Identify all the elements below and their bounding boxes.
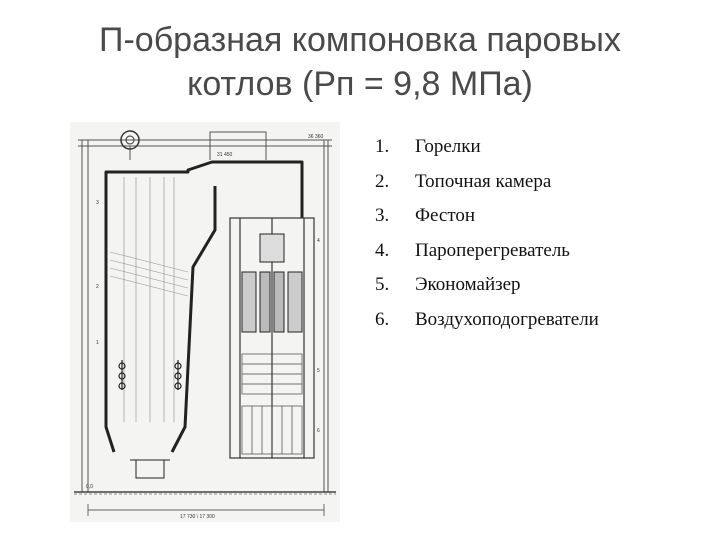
drum <box>120 130 140 150</box>
callout-4: 4 <box>317 238 320 244</box>
callout-6: 6 <box>317 428 320 434</box>
legend-number: 4. <box>375 239 390 261</box>
slide-title: П-образная компоновка паровых котлов (Рп… <box>0 18 720 106</box>
economizer-block <box>241 353 303 395</box>
furnace-tubes <box>123 177 175 422</box>
legend-number: 6. <box>375 308 390 330</box>
ash-hopper <box>130 459 170 479</box>
title-line-2: котлов (Рп = 9,8 МПа) <box>187 65 533 103</box>
legend-item: 4. Пароперегреватель <box>375 238 599 273</box>
burners <box>118 360 182 390</box>
boiler-drawing: 36 360 31 450 0,0 17 730 \ 17 300 1 2 3 … <box>70 122 340 522</box>
legend-text: Топочная камера <box>415 170 552 192</box>
legend-item: 3. Фестон <box>375 203 599 238</box>
legend-list: 1. Горелки 2. Топочная камера 3. Фестон 4. П… <box>375 134 599 341</box>
ground-line <box>74 491 336 495</box>
furnace-walls <box>104 160 304 453</box>
callout-1: 1 <box>96 340 99 346</box>
dimension-line <box>87 504 325 516</box>
dimension-bottom: 17 730 \ 17 300 <box>180 514 215 520</box>
title-line-1: П-образная компоновка паровых <box>99 21 621 59</box>
festoon-hatch <box>109 251 189 297</box>
legend-number: 1. <box>375 136 390 157</box>
legend-text: Воздухоподогреватели <box>415 308 599 330</box>
air-heater-block <box>241 405 303 455</box>
legend-number: 5. <box>375 274 390 295</box>
legend-text: Фестон <box>415 205 476 226</box>
legend-item: 6. Воздухоподогреватели <box>375 307 599 342</box>
legend-number: 3. <box>375 205 390 226</box>
callout-3: 3 <box>96 200 99 206</box>
legend-text: Пароперегреватель <box>415 239 570 261</box>
elevation-zero: 0,0 <box>86 484 93 490</box>
legend-text: Горелки <box>415 136 481 157</box>
legend-item: 2. Топочная камера <box>375 169 599 204</box>
superheater-blocks <box>241 233 303 333</box>
building-frame <box>78 131 332 492</box>
elevation-top: 36 360 <box>308 134 324 140</box>
legend-item: 5. Экономайзер <box>375 272 599 307</box>
elevation-mid: 31 450 <box>217 152 233 158</box>
legend-item: 1. Горелки <box>375 134 599 169</box>
legend-number: 2. <box>375 170 390 192</box>
legend-text: Экономайзер <box>415 274 521 295</box>
callout-2: 2 <box>96 284 99 290</box>
callout-5: 5 <box>317 368 320 374</box>
